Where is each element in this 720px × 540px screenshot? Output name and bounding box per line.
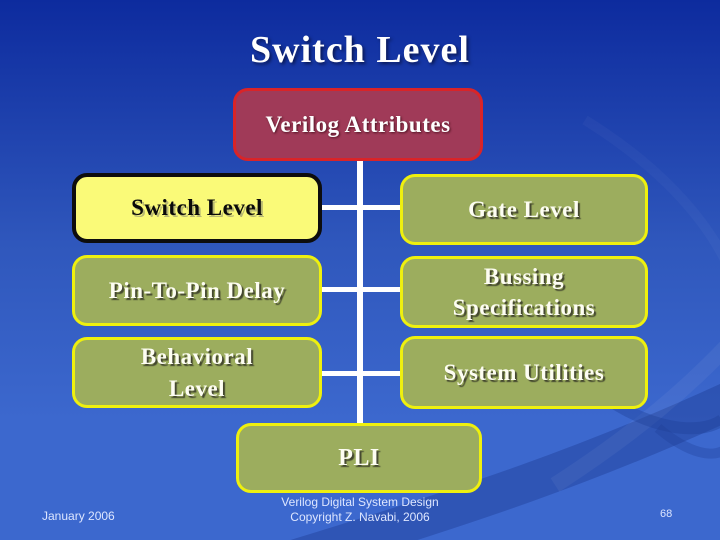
node-behavioral-level: Behavioral Level [72,337,322,408]
node-label: PLI [338,444,380,471]
node-label: Switch Level [131,195,263,221]
connector-row-2 [320,287,402,292]
node-label: Pin-To-Pin Delay [108,277,286,303]
node-label-line-2: Level [168,375,226,401]
connector-vertical [357,158,363,427]
node-system-utilities: System Utilities [400,336,648,409]
node-label: System Utilities [443,359,605,385]
node-label-line-1: Bussing [483,263,565,289]
node-label-line-1: Behavioral [140,344,254,370]
node-label: Gate Level [468,196,580,222]
node-switch-level: Switch Level [72,173,322,243]
page-number: 68 [660,508,673,520]
connector-row-3 [320,371,402,376]
node-label-line-2: Specifications [452,295,596,320]
node-gate-level: Gate Level [400,174,648,245]
node-pin-to-pin-delay: Pin-To-Pin Delay [72,255,322,326]
slide-title: Switch Level [250,29,470,71]
footer-credit-line-1: Verilog Digital System Design [281,495,439,509]
node-bussing-specifications: Bussing Specifications [400,256,648,328]
connector-row-1 [320,205,402,210]
node-pli: PLI [236,423,482,493]
footer-date: January 2006 [42,509,115,523]
node-verilog-attributes: Verilog Attributes [233,88,483,161]
node-label: Verilog Attributes [265,111,451,137]
footer-credit: Verilog Digital System Design Copyright … [0,495,720,525]
footer-credit-line-2: Copyright Z. Navabi, 2006 [290,510,430,524]
